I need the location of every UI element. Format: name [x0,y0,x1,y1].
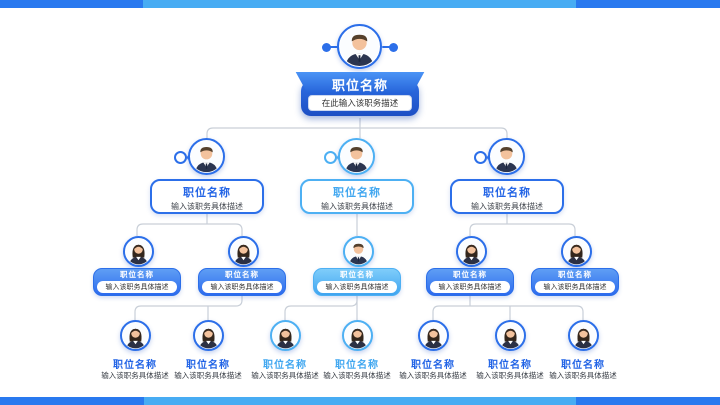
position-card: 职位名称 输入该职务具体描述 [313,268,401,296]
org-node-l4-2: 职位名称 输入该职务具体描述 [163,320,253,382]
position-title: 职位名称 [120,270,154,279]
top-left-bar [0,0,143,8]
right-link-stem [382,45,390,49]
position-card: 职位名称 输入该职务具体描述 [531,268,619,296]
person-avatar [456,236,487,267]
position-desc: 输入该职务具体描述 [476,371,544,380]
left-link-dot-icon [322,42,331,52]
position-desc: 输入该职务具体描述 [251,371,319,380]
position-title: 职位名称 [483,186,531,199]
org-node-l3-5: 职位名称 输入该职务具体描述 [531,236,619,296]
person-avatar [119,320,151,351]
position-card: 职位名称 输入该职务具体描述 [426,268,514,296]
bottom-right-bar [576,397,720,405]
position-title: 职位名称 [453,270,487,279]
position-card: 职位名称 输入该职务具体描述 [150,179,264,214]
position-title: 职位名称 [340,270,374,279]
position-desc: 输入该职务具体描述 [321,202,393,211]
chain-link-icon [174,151,187,164]
position-desc: 输入该职务具体描述 [430,281,510,293]
position-desc: 输入该职务具体描述 [549,371,617,380]
position-title: 职位名称 [558,270,592,279]
position-desc: 输入该职务具体描述 [101,371,169,380]
position-card: 职位名称 输入该职务具体描述 [93,268,181,296]
person-avatar [337,24,382,69]
bottom-middle-bar [144,397,576,405]
org-node-l2-2: 职位名称 输入该职务具体描述 [300,138,414,214]
org-node-l4-3: 职位名称 输入该职务具体描述 [240,320,330,382]
root-banner-ribbon [295,72,425,94]
position-desc: 输入该职务具体描述 [323,371,391,380]
position-title: 职位名称 [335,360,379,371]
position-card: 职位名称 输入该职务具体描述 [300,179,414,214]
org-node-l3-1: 职位名称 输入该职务具体描述 [93,236,181,296]
position-card: 职位名称 输入该职务具体描述 [450,179,564,214]
org-node-l4-5: 职位名称 输入该职务具体描述 [388,320,478,382]
org-node-l3-3: 职位名称 输入该职务具体描述 [313,236,401,296]
person-avatar [228,236,259,267]
person-avatar [417,320,449,351]
person-avatar [567,320,599,351]
org-node-l4-4: 职位名称 输入该职务具体描述 [312,320,402,382]
person-avatar [338,138,375,175]
root-desc: 在此输入该职务描述 [321,99,399,109]
position-title: 职位名称 [333,186,381,199]
org-node-l3-4: 职位名称 输入该职务具体描述 [426,236,514,296]
position-desc: 输入该职务具体描述 [97,281,177,293]
top-middle-bar [143,0,576,8]
org-node-l2-3: 职位名称 输入该职务具体描述 [450,138,564,214]
position-title: 职位名称 [561,360,605,371]
position-card: 职位名称 输入该职务具体描述 [198,268,286,296]
root-banner: 职位名称 在此输入该职务描述 [293,72,427,116]
position-title: 职位名称 [263,360,307,371]
root-title: 职位名称 [331,79,388,94]
position-title: 职位名称 [225,270,259,279]
position-desc: 输入该职务具体描述 [202,281,282,293]
person-avatar [561,236,592,267]
chain-link-icon [324,151,337,164]
person-avatar [343,236,374,267]
person-avatar [488,138,525,175]
person-avatar [192,320,224,351]
chain-link-icon [474,151,487,164]
position-desc: 输入该职务具体描述 [171,202,243,211]
person-avatar [269,320,301,351]
position-desc: 输入该职务具体描述 [317,281,397,293]
position-title: 职位名称 [186,360,230,371]
org-node-l2-1: 职位名称 输入该职务具体描述 [150,138,264,214]
org-node-l4-6: 职位名称 输入该职务具体描述 [465,320,555,382]
bottom-left-bar [0,397,144,405]
position-desc: 输入该职务具体描述 [399,371,467,380]
person-avatar [188,138,225,175]
root-node: 职位名称 在此输入该职务描述 [295,24,425,116]
position-desc: 输入该职务具体描述 [471,202,543,211]
root-desc-panel: 在此输入该职务描述 [308,95,412,111]
org-node-l4-1: 职位名称 输入该职务具体描述 [90,320,180,382]
position-title: 职位名称 [183,186,231,199]
top-right-bar [576,0,720,8]
person-avatar [341,320,373,351]
person-avatar [494,320,526,351]
position-title: 职位名称 [488,360,532,371]
position-desc: 输入该职务具体描述 [535,281,615,293]
person-avatar [123,236,154,267]
right-link-dot-icon [389,42,398,52]
position-title: 职位名称 [411,360,455,371]
org-node-l3-2: 职位名称 输入该职务具体描述 [198,236,286,296]
position-title: 职位名称 [113,360,157,371]
left-link-stem [330,45,338,49]
position-desc: 输入该职务具体描述 [174,371,242,380]
org-node-l4-7: 职位名称 输入该职务具体描述 [538,320,628,382]
